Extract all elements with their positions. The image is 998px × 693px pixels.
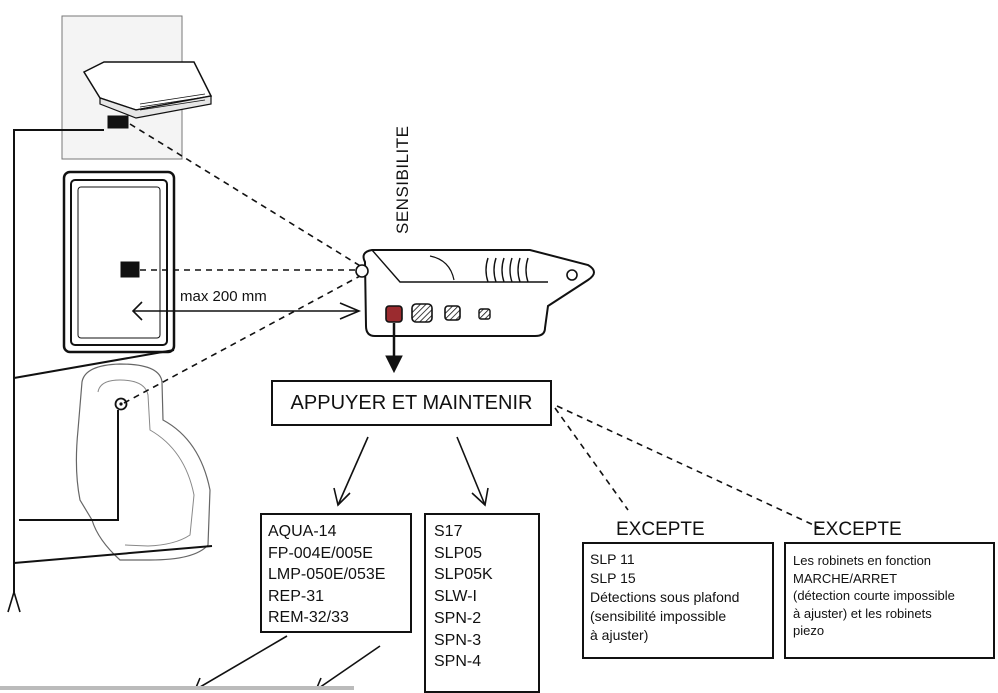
press-hold-box: APPUYER ET MAINTENIR <box>271 380 552 426</box>
exception-line: (détection courte impossible <box>793 588 955 604</box>
exception-line: à ajuster) et les robinets <box>793 605 932 621</box>
list-item: SPN-3 <box>434 631 482 649</box>
exception-line: (sensibilité impossible <box>590 608 727 624</box>
exception-2-title: EXCEPTE <box>813 519 902 540</box>
list-item: SPN-4 <box>434 653 482 671</box>
remote-control-icon <box>355 249 595 337</box>
sensitivity-button-icon <box>385 305 403 323</box>
list-item: S17 <box>434 523 463 540</box>
exception-line: Les robinets en fonction <box>793 553 932 568</box>
exception-1-box: SLP 11 SLP 15 Détections sous plafond (s… <box>582 542 774 659</box>
list-item: SLP05 <box>434 544 483 562</box>
wiring-lines <box>13 129 213 595</box>
models-list-1: AQUA-14 FP-004E/005E LMP-050E/053E REP-3… <box>260 513 412 633</box>
press-arrow-icon <box>385 323 403 374</box>
exception-line: SLP 11 <box>590 551 635 567</box>
ir-beams <box>123 123 821 529</box>
exception-1-title: EXCEPTE <box>616 519 705 540</box>
arrow-icon <box>7 591 21 613</box>
urinal-icon <box>75 363 211 561</box>
list-item: AQUA-14 <box>268 523 337 540</box>
bottom-strip <box>0 686 354 690</box>
exception-line: piezo <box>793 623 825 639</box>
list-item: LMP-050E/053E <box>268 566 386 583</box>
exception-2-box: Les robinets en fonction MARCHE/ARRET (d… <box>784 542 995 659</box>
faucet-icon <box>61 15 213 160</box>
exception-line: Détections sous plafond <box>590 589 740 605</box>
list-arrows <box>194 436 489 690</box>
plate-sensor-icon <box>120 261 140 278</box>
flush-plate-icon <box>62 170 176 354</box>
list-item: SLP05K <box>434 566 493 584</box>
models-list-2: S17 SLP05 SLP05K SLW-I SPN-2 SPN-3 SPN-4 <box>424 513 540 693</box>
list-item: REP-31 <box>268 587 325 605</box>
faucet-sensor-icon <box>107 115 129 129</box>
list-item: SLW-I <box>434 588 477 606</box>
press-hold-label: APPUYER ET MAINTENIR <box>290 391 533 414</box>
max-distance-arrow <box>131 301 362 321</box>
exception-line: MARCHE/ARRET <box>793 570 898 586</box>
list-item: SPN-2 <box>434 609 482 627</box>
max-distance-label: max 200 mm <box>180 288 267 305</box>
sensitivity-label: SENSIBILITE <box>393 125 412 234</box>
exception-line: SLP 15 <box>590 570 636 586</box>
exception-line: à ajuster) <box>590 627 649 643</box>
list-item: FP-004E/005E <box>268 544 373 562</box>
list-item: REM-32/33 <box>268 609 349 626</box>
